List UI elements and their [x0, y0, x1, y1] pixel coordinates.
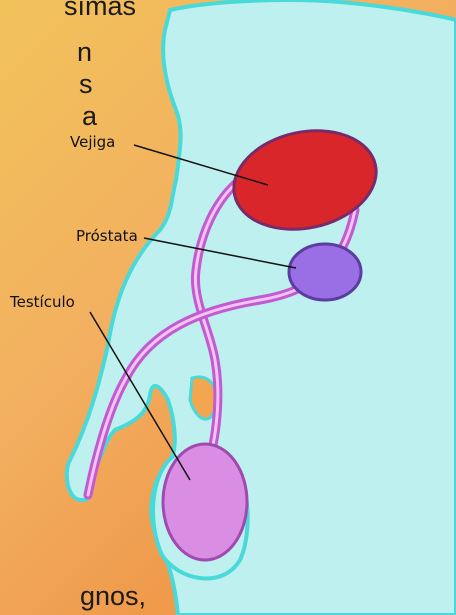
label-bladder: Vejiga — [70, 133, 115, 151]
penis-notch — [190, 377, 217, 419]
testicle — [163, 444, 247, 560]
label-testicle: Testículo — [10, 293, 75, 311]
prostate — [289, 244, 361, 300]
label-prostate: Próstata — [76, 227, 138, 245]
body-silhouette — [67, 0, 456, 615]
